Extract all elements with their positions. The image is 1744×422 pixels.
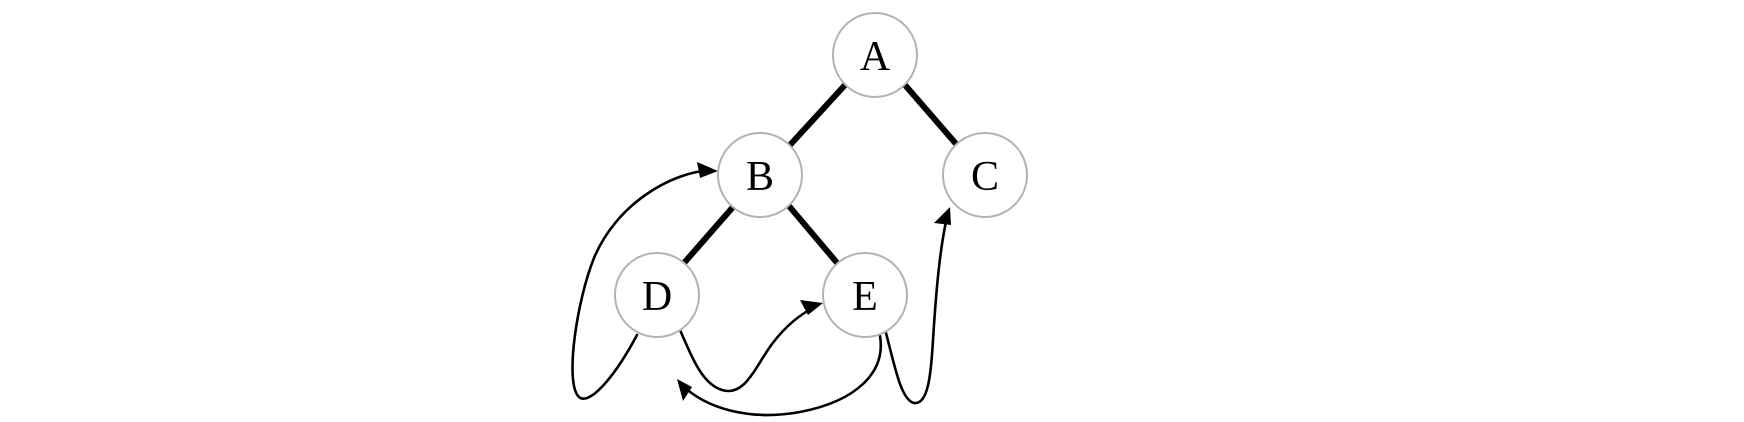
- node-d-circle[interactable]: [614, 252, 700, 338]
- curve-edge-d-to-b: [571, 168, 714, 400]
- node-c-circle[interactable]: [942, 132, 1028, 218]
- node-b[interactable]: B: [717, 132, 803, 218]
- arrow-head-d-to-b: [697, 162, 718, 178]
- curved-edge-group: [571, 162, 951, 417]
- tree-edge-b-e: [786, 203, 841, 267]
- tree-edge-b-d: [681, 204, 736, 266]
- tree-edge-a-c: [902, 82, 960, 148]
- node-b-circle[interactable]: [717, 132, 803, 218]
- node-a[interactable]: A: [832, 12, 918, 98]
- node-c-label: C: [971, 154, 999, 200]
- node-a-label: A: [860, 34, 891, 80]
- curve-edge-d-to-e: [678, 304, 819, 393]
- node-c[interactable]: C: [942, 132, 1028, 218]
- node-e-circle[interactable]: [822, 252, 908, 338]
- node-b-label: B: [746, 154, 774, 200]
- curve-edge-e-to-c: [884, 211, 950, 405]
- node-d-label: D: [642, 274, 672, 320]
- node-e[interactable]: E: [822, 252, 908, 338]
- tree-edge-group: [681, 82, 960, 267]
- node-a-circle[interactable]: [832, 12, 918, 98]
- arrow-head-e-to-c: [934, 207, 951, 225]
- arrow-head-e-to-d: [677, 379, 692, 401]
- curve-edge-e-to-d: [679, 334, 883, 417]
- node-e-label: E: [852, 274, 878, 320]
- arrow-head-d-to-e: [800, 300, 823, 315]
- node-d[interactable]: D: [614, 252, 700, 338]
- tree-edge-a-b: [787, 82, 848, 148]
